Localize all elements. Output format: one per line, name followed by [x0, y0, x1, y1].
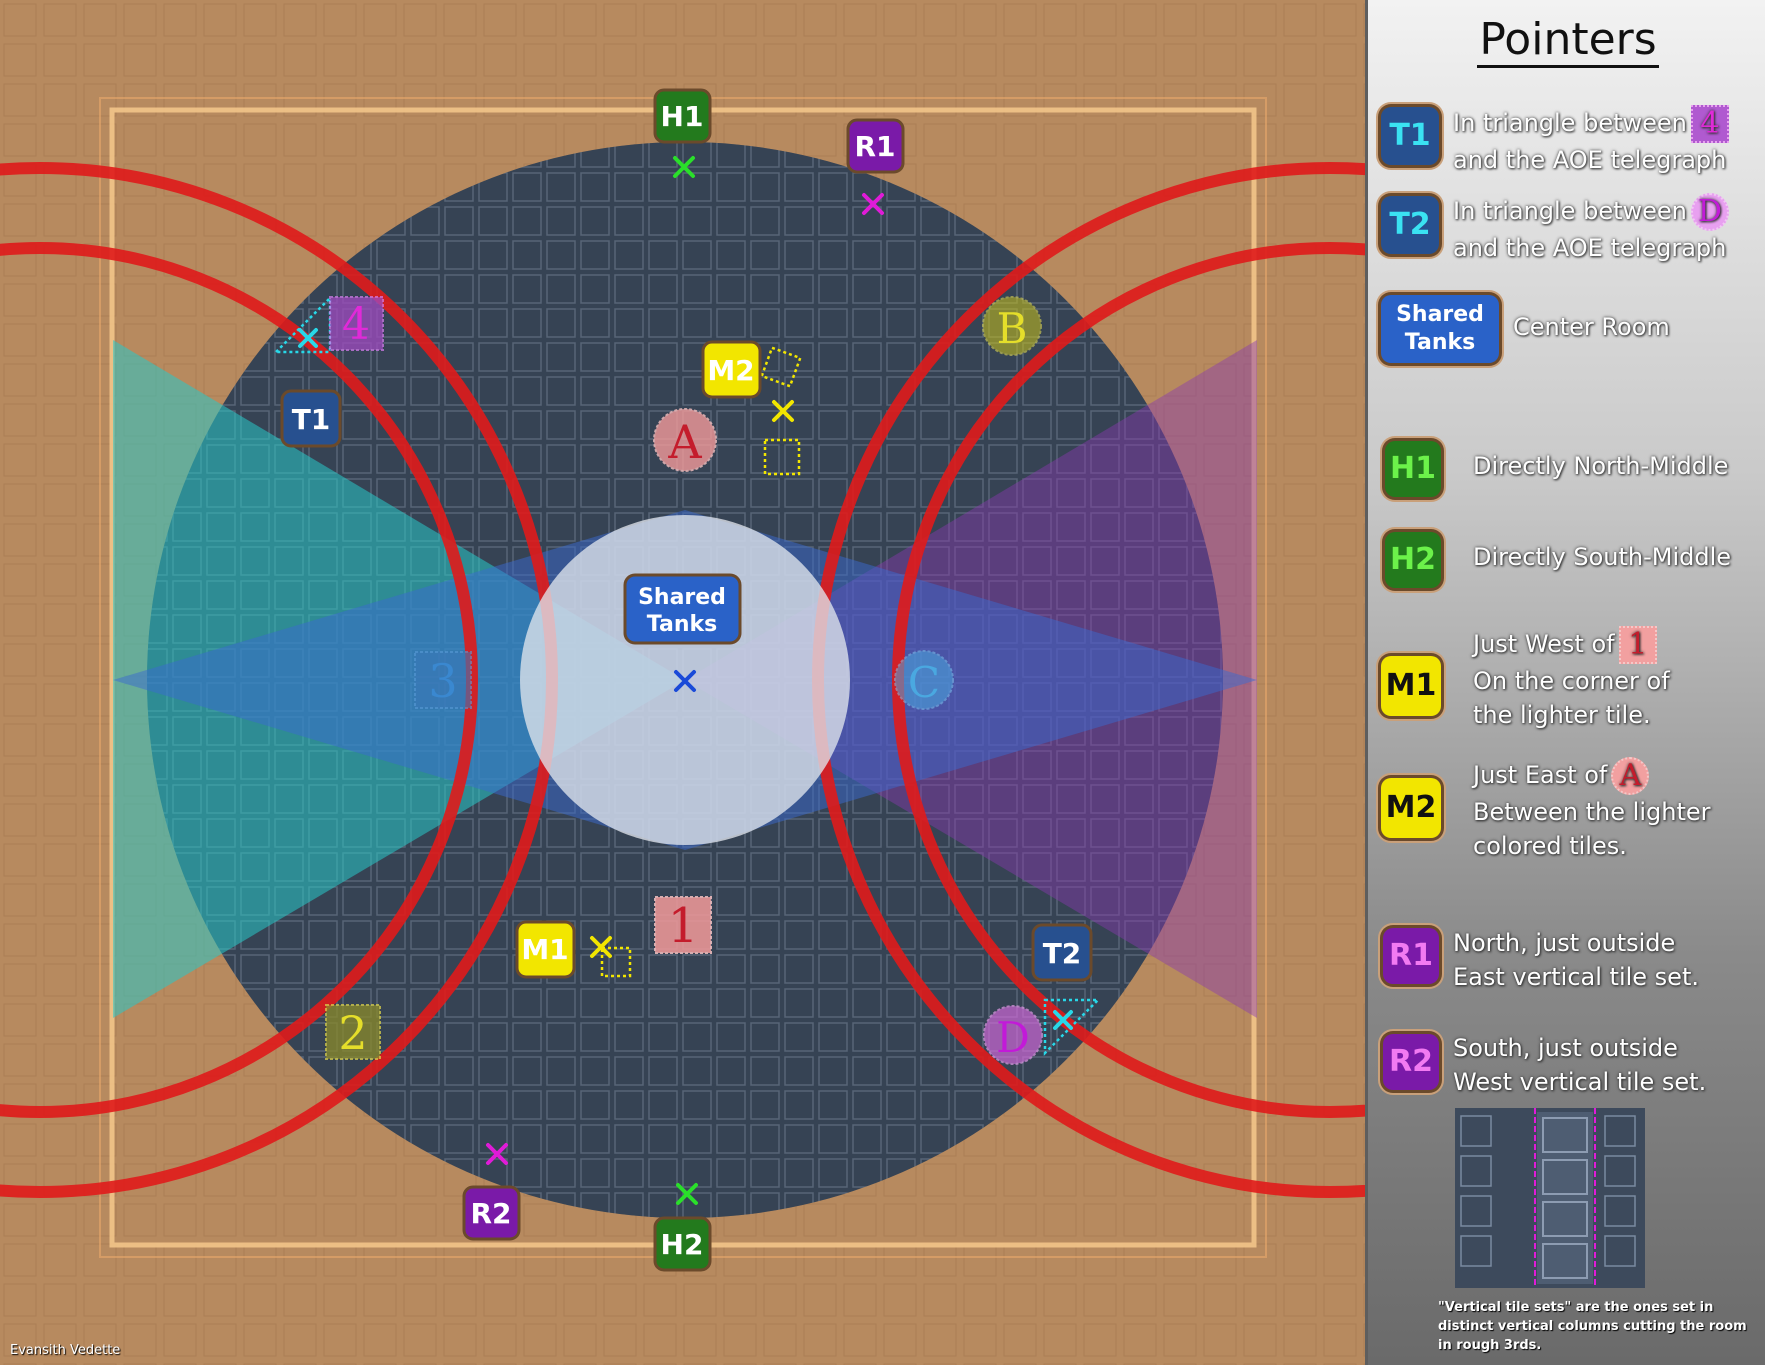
svg-text:T2: T2 — [1043, 937, 1082, 970]
marker-h2: H2 — [653, 1216, 712, 1272]
svg-text:C: C — [908, 658, 940, 707]
waymark-b: B — [982, 296, 1042, 356]
svg-text:2: 2 — [338, 1006, 367, 1060]
waymark-a-icon: A — [1611, 757, 1650, 795]
badge-m1: M1 — [1381, 656, 1441, 716]
waymark-d: D — [983, 1005, 1043, 1065]
badge-r1: R1 — [1383, 928, 1439, 984]
marker-m1: M1 — [515, 920, 576, 979]
waymark-3: 3 — [414, 651, 472, 709]
svg-text:M2: M2 — [707, 354, 754, 387]
waymark-c: C — [894, 650, 954, 710]
waymark-a: A — [653, 408, 717, 472]
svg-text:A: A — [667, 415, 702, 469]
badge-m2: M2 — [1381, 778, 1441, 838]
svg-text:1: 1 — [668, 898, 699, 954]
svg-text:Tanks: Tanks — [647, 612, 717, 637]
svg-text:H1: H1 — [661, 100, 704, 133]
svg-text:B: B — [997, 304, 1028, 353]
footnote: "Vertical tile sets" are the ones set in… — [1438, 1300, 1747, 1353]
vertical-tile-set-example — [1455, 1108, 1645, 1288]
waymark-4: 4 — [329, 296, 384, 351]
badge-shared-tanks: Shared Tanks — [1381, 295, 1499, 363]
svg-text:H2: H2 — [661, 1228, 704, 1261]
waymark-1: 1 — [654, 896, 712, 954]
marker-m2: M2 — [701, 340, 762, 399]
arena-svg: A B C D 1 2 3 4 — [0, 0, 1365, 1365]
marker-h1: H1 — [653, 88, 712, 144]
arena-map: A B C D 1 2 3 4 — [0, 0, 1365, 1365]
h1-description: Directly North-Middle — [1473, 452, 1729, 480]
waymark-1-icon: 1 — [1618, 626, 1657, 664]
svg-text:Shared: Shared — [638, 585, 726, 610]
h2-description: Directly South-Middle — [1473, 543, 1732, 571]
svg-text:D: D — [996, 1013, 1030, 1062]
svg-text:R2: R2 — [470, 1197, 511, 1230]
shared-description: Center Room — [1513, 313, 1670, 341]
position-x-marks — [298, 156, 1073, 1205]
svg-text:M1: M1 — [521, 933, 568, 966]
r1-description: North, just outside East vertical tile s… — [1453, 929, 1699, 991]
badge-t2: T2 — [1381, 196, 1439, 254]
marker-t2: T2 — [1031, 923, 1093, 982]
svg-text:R1: R1 — [854, 130, 895, 163]
badge-r2: R2 — [1383, 1034, 1439, 1090]
badge-h1: H1 — [1385, 441, 1441, 497]
svg-text:4: 4 — [342, 299, 370, 350]
panel-title: Pointers — [1477, 14, 1659, 68]
waymark-d-icon: D — [1690, 193, 1729, 231]
marker-r2: R2 — [462, 1185, 521, 1241]
r2-description: South, just outside West vertical tile s… — [1453, 1034, 1707, 1096]
marker-shared-tanks: Shared Tanks — [623, 573, 742, 645]
waymark-4-icon: 4 — [1690, 105, 1729, 143]
svg-text:T1: T1 — [292, 403, 331, 436]
badge-t1: T1 — [1381, 107, 1439, 165]
badge-h2: H2 — [1385, 532, 1441, 588]
waymark-2: 2 — [325, 1004, 381, 1060]
svg-text:3: 3 — [428, 654, 457, 708]
marker-r1: R1 — [846, 118, 905, 174]
credit-text: Evansith Vedette — [10, 1343, 121, 1358]
marker-t1: T1 — [280, 389, 342, 448]
